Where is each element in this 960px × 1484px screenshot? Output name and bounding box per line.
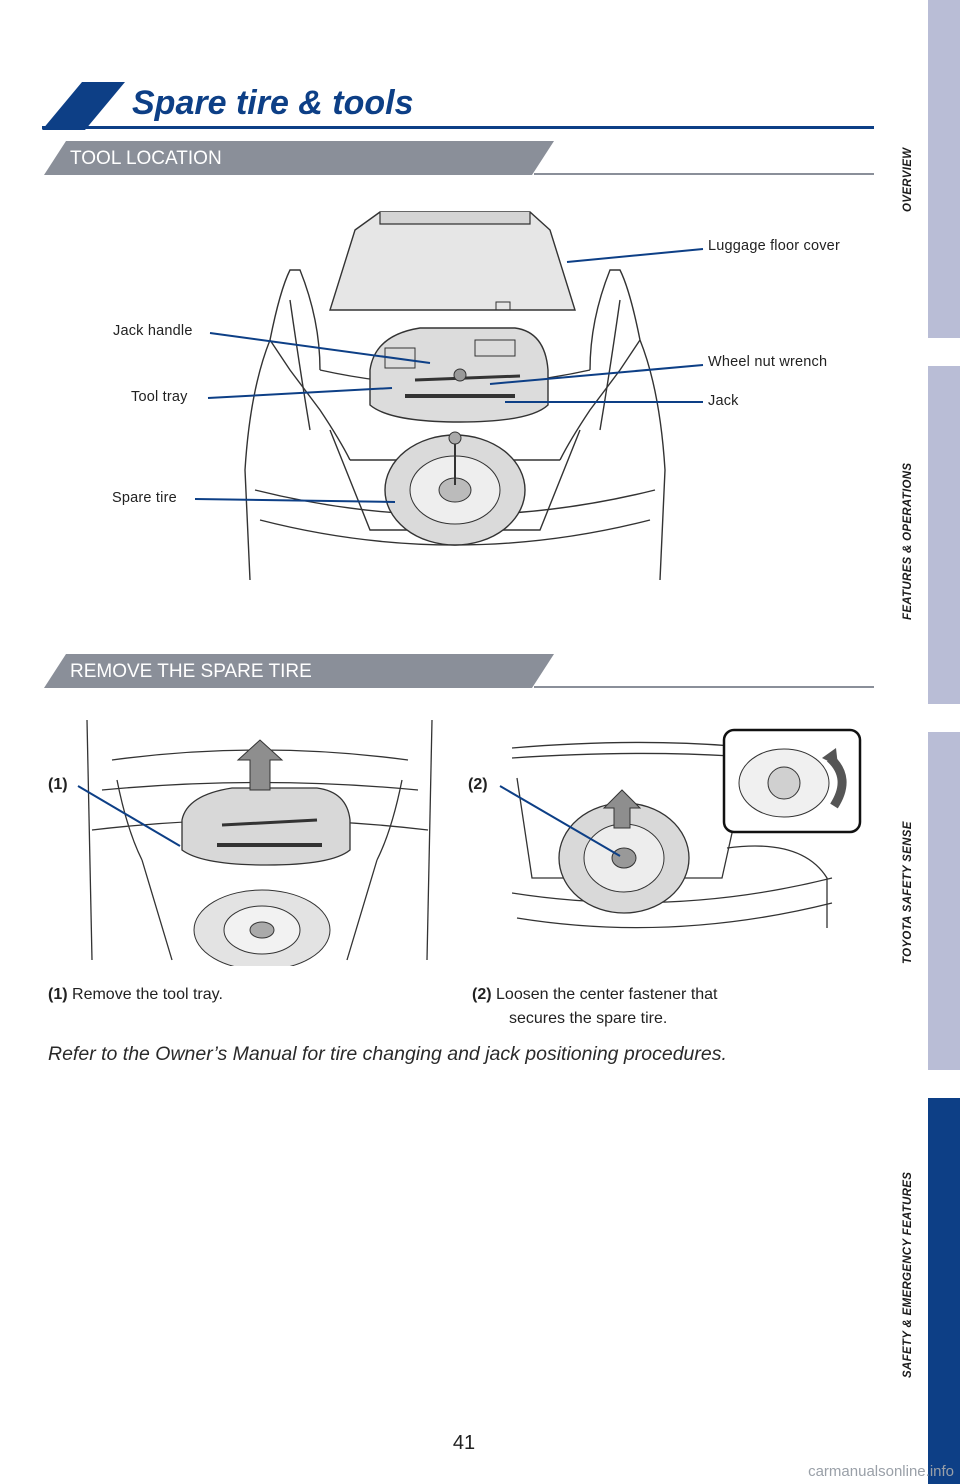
callout-jack: Jack (708, 393, 739, 409)
step-marker-2: (2) (468, 776, 488, 793)
side-label-safety-sense: TOYOTA SAFETY SENSE (902, 821, 914, 964)
section-rule (534, 173, 874, 175)
step-2-caption: (2) Loosen the center fastener that secu… (472, 983, 718, 1031)
side-label-overview: OVERVIEW (902, 147, 914, 212)
section-header-remove-spare-tire: REMOVE THE SPARE TIRE (44, 654, 554, 688)
side-tab-overview[interactable] (928, 0, 960, 338)
tab-divider (928, 338, 960, 366)
section-title: REMOVE THE SPARE TIRE (70, 661, 312, 682)
step-2-label: (2) (472, 986, 492, 1003)
page-title: Spare tire & tools (132, 84, 414, 122)
callout-tool-tray: Tool tray (131, 389, 188, 405)
step-1-caption: (1) Remove the tool tray. (48, 983, 223, 1007)
tab-divider (928, 1070, 960, 1098)
step-marker-1: (1) (48, 776, 68, 793)
side-tab-emergency[interactable] (928, 1098, 960, 1484)
section-rule (534, 686, 874, 688)
tab-divider (928, 704, 960, 732)
callout-jack-handle: Jack handle (113, 323, 193, 339)
remove-tool-tray-illustration (86, 720, 433, 966)
step-leader-lines (77, 785, 621, 857)
owners-manual-note: Refer to the Owner’s Manual for tire cha… (48, 1043, 727, 1065)
step-2-text-line1: Loosen the center fastener that (496, 986, 718, 1003)
step-2-text-line2: secures the spare tire. (509, 1010, 668, 1027)
side-tab-features[interactable] (928, 366, 960, 704)
callout-luggage-floor-cover: Luggage floor cover (708, 238, 840, 254)
step-1-text: Remove the tool tray. (72, 986, 223, 1003)
side-tab-safety-sense[interactable] (928, 732, 960, 1070)
title-underline (42, 126, 874, 129)
side-label-emergency: SAFETY & EMERGENCY FEATURES (902, 1171, 914, 1378)
trunk-tool-location-illustration (244, 211, 666, 581)
section-title: TOOL LOCATION (70, 148, 222, 169)
callout-wheel-nut-wrench: Wheel nut wrench (708, 354, 828, 370)
watermark: carmanualsonline.info (808, 1463, 954, 1480)
loosen-fastener-illustration (512, 728, 862, 929)
side-label-features: FEATURES & OPERATIONS (902, 462, 914, 620)
section-header-tool-location: TOOL LOCATION (44, 141, 554, 175)
callout-leader-lines (194, 248, 704, 503)
callout-spare-tire: Spare tire (112, 490, 177, 506)
step-1-label: (1) (48, 986, 68, 1003)
page-number: 41 (452, 1432, 476, 1454)
